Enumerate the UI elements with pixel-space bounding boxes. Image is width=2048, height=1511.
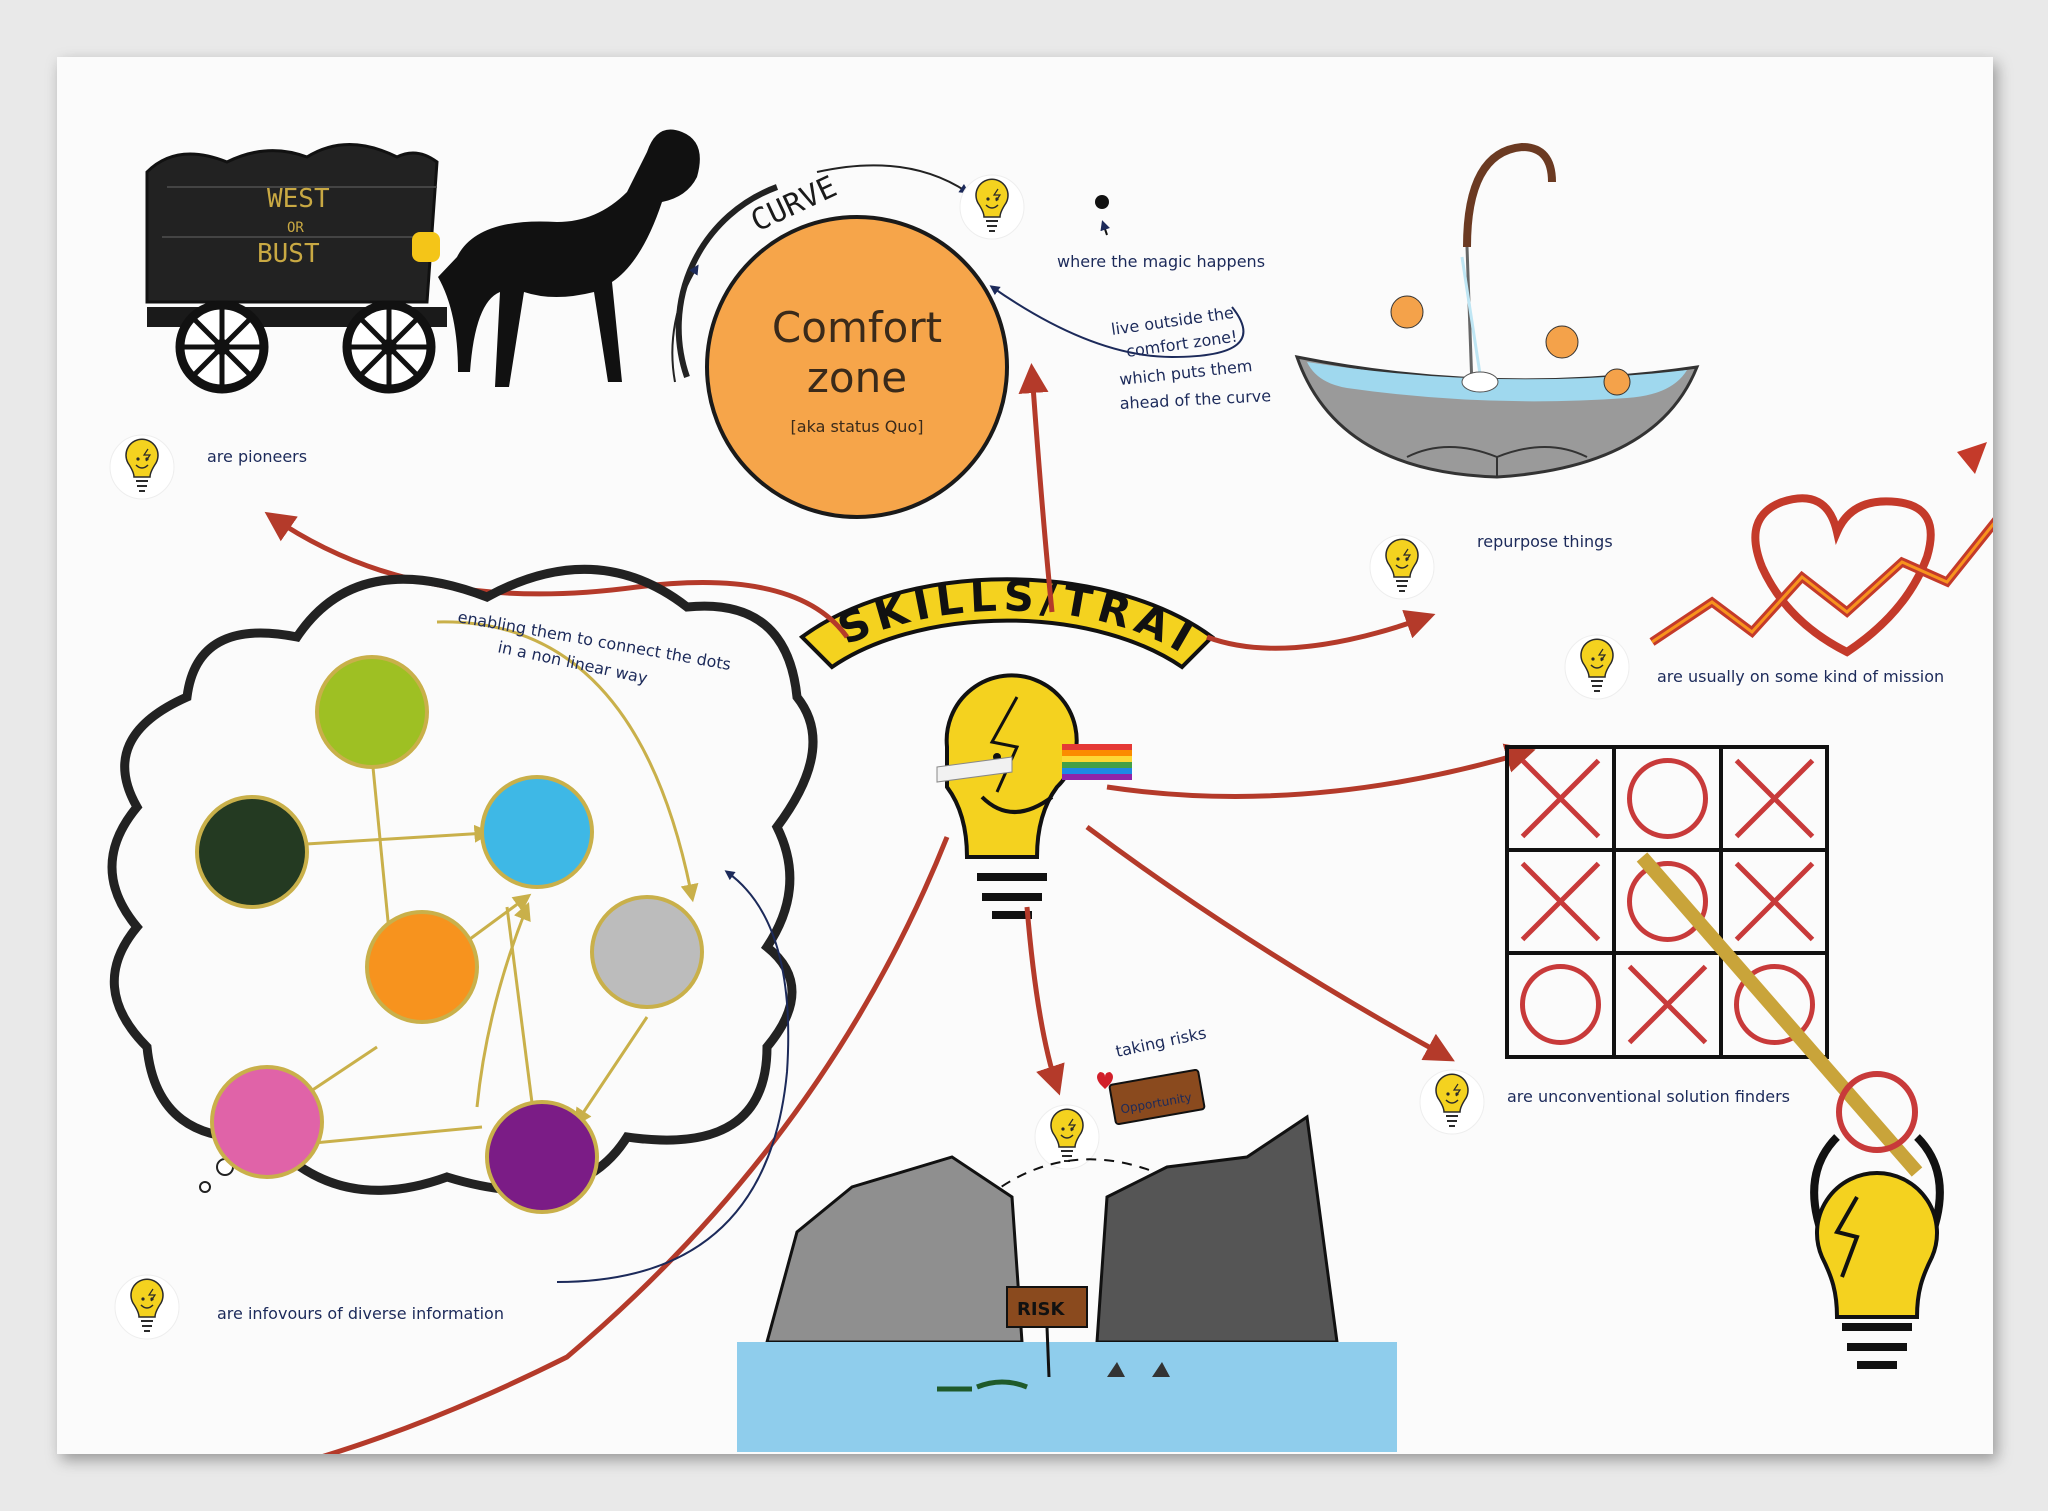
comfort-zone-title-2: zone [807, 353, 907, 402]
wagon-text-line1: WEST [267, 184, 330, 214]
note-unconventional: are unconventional solution finders [1507, 1087, 1790, 1106]
ttt-o-mark [1734, 964, 1815, 1045]
wagon-wheel-right [342, 300, 436, 394]
paper-sheet: WEST OR BUST CURVE Comfort zone [aka sta… [57, 57, 1993, 1454]
note-mission: are usually on some kind of mission [1657, 667, 1944, 686]
comfort-zone-subtitle: [aka status Quo] [791, 417, 924, 436]
crocodile-icon [937, 1379, 1028, 1392]
shark-fin-icon [1107, 1362, 1170, 1377]
connector-arrows [264, 363, 1536, 1454]
winning-line [1636, 852, 1923, 1177]
horse [438, 129, 700, 387]
network-node-grey [590, 895, 704, 1009]
upside-down-umbrella [1294, 142, 1700, 479]
network-node-orange [365, 910, 479, 1024]
bulb-icon-magic [959, 174, 1025, 240]
comfort-zone-circle [705, 215, 1009, 519]
note-repurpose: repurpose things [1477, 532, 1613, 551]
ttt-x-mark [1734, 861, 1815, 942]
ttt-x-mark [1520, 758, 1601, 839]
rainbow-beam [1062, 744, 1132, 780]
note-outside-4: ahead of the curve [1119, 386, 1271, 413]
risk-sign: RISK [1017, 1299, 1066, 1320]
note-outside-3: which puts them [1118, 356, 1253, 389]
note-magic: where the magic happens [1057, 252, 1265, 271]
heart-trend-icon [1649, 442, 1993, 657]
bulb-holding-o [1810, 1071, 1944, 1369]
ttt-x-mark [1627, 964, 1708, 1045]
comfort-zone: CURVE Comfort zone [aka status Quo] [671, 164, 1009, 519]
central-lightbulb [936, 673, 1132, 919]
ttt-o-mark [1627, 861, 1708, 942]
bulb-icon-repurpose [1369, 534, 1435, 600]
ttt-x-mark [1520, 861, 1601, 942]
wagon-text-line2: OR [287, 220, 304, 236]
note-omnivores: are infovours of diverse information [217, 1304, 504, 1323]
bulb-icon-pioneers [109, 434, 175, 500]
tic-tac-toe-board [1505, 745, 1923, 1177]
network-node-dark-green [195, 795, 309, 909]
network-node-pink [210, 1065, 324, 1179]
mind-map-drawing: WEST OR BUST CURVE Comfort zone [aka sta… [57, 57, 1993, 1454]
magic-dot [1095, 195, 1109, 209]
network-node-lime [315, 655, 429, 769]
bulb-icon-omnivores [114, 1274, 180, 1340]
covered-wagon: WEST OR BUST [145, 143, 447, 394]
ttt-o-mark [1627, 758, 1708, 839]
thought-bubble-small [199, 1181, 211, 1193]
cliff-scene: Opportunity RISK [737, 1068, 1397, 1452]
network-node-purple [485, 1100, 599, 1214]
network-nodes [195, 655, 704, 1214]
note-pioneers: are pioneers [207, 447, 307, 466]
wagon-text-line3: BUST [257, 239, 320, 269]
network-node-sky-blue [480, 775, 594, 889]
note-taking-risks: taking risks [1114, 1023, 1208, 1061]
ttt-o-mark [1520, 964, 1601, 1045]
thought-cloud [107, 564, 818, 1195]
bulb-icon-mission [1564, 634, 1630, 700]
comfort-zone-title-1: Comfort [772, 303, 942, 352]
ttt-x-mark [1734, 758, 1815, 839]
heart-icon [1097, 1072, 1113, 1089]
bulb-icon-unconventional [1419, 1069, 1485, 1135]
wagon-wheel-left [175, 300, 269, 394]
